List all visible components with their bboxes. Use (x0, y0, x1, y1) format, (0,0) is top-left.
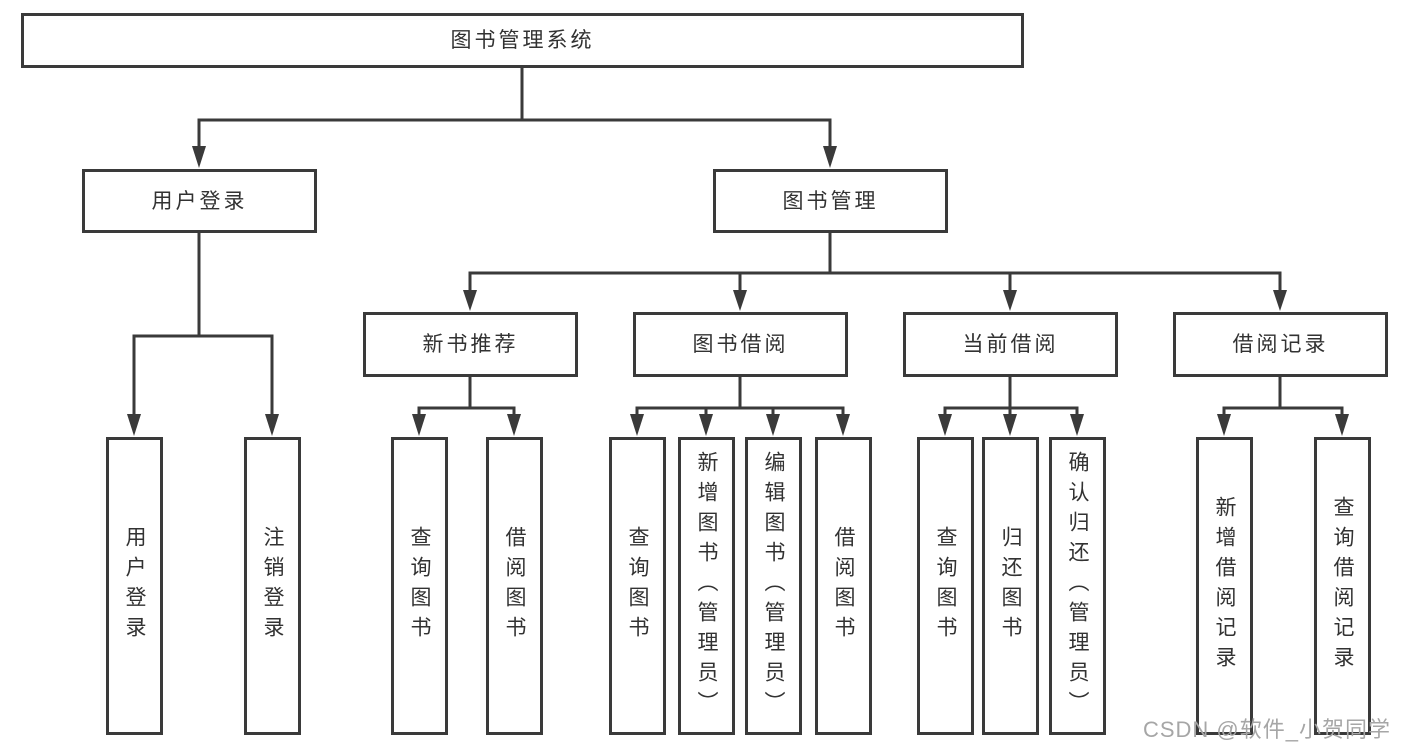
leaf-query-books-recommend-label: 查询图书 (408, 526, 432, 646)
leaf-return-books: 归还图书 (982, 437, 1039, 735)
node-current-borrowing-label: 当前借阅 (962, 333, 1059, 356)
node-user-login-label: 用户登录 (151, 189, 248, 213)
leaf-return-books-label: 归还图书 (999, 526, 1023, 646)
node-borrowing-records-label: 借阅记录 (1232, 333, 1329, 356)
leaf-borrow-books-recommend-label: 借阅图书 (503, 526, 527, 646)
node-new-book-recommendation: 新书推荐 (363, 312, 578, 377)
node-current-borrowing: 当前借阅 (903, 312, 1118, 377)
leaf-query-books-borrowing-label: 查询图书 (626, 526, 650, 646)
leaf-query-books-borrowing: 查询图书 (609, 437, 666, 735)
leaf-add-book-admin: 新增图书（管理员） (678, 437, 735, 735)
leaf-query-books-current: 查询图书 (917, 437, 974, 735)
leaf-edit-book-admin-label: 编辑图书（管理员） (762, 451, 786, 721)
leaf-query-borrow-record-label: 查询借阅记录 (1331, 496, 1355, 676)
leaf-add-borrow-record-label: 新增借阅记录 (1213, 496, 1237, 676)
leaf-logout-label: 注销登录 (261, 526, 285, 646)
leaf-query-books-current-label: 查询图书 (934, 526, 958, 646)
node-root-label: 图书管理系统 (450, 29, 595, 52)
leaf-query-books-recommend: 查询图书 (391, 437, 448, 735)
leaf-borrow-books-borrowing-label: 借阅图书 (832, 526, 856, 646)
node-book-borrowing-label: 图书借阅 (692, 333, 789, 356)
leaf-borrow-books-borrowing: 借阅图书 (815, 437, 872, 735)
leaf-logout: 注销登录 (244, 437, 301, 735)
node-new-book-recommendation-label: 新书推荐 (422, 333, 519, 356)
node-book-management: 图书管理 (713, 169, 948, 233)
node-root: 图书管理系统 (21, 13, 1024, 68)
node-user-login: 用户登录 (82, 169, 317, 233)
leaf-query-borrow-record: 查询借阅记录 (1314, 437, 1371, 735)
leaf-confirm-return-admin: 确认归还（管理员） (1049, 437, 1106, 735)
leaf-confirm-return-admin-label: 确认归还（管理员） (1066, 451, 1090, 721)
leaf-user-login-label: 用户登录 (123, 526, 147, 646)
node-book-management-label: 图书管理 (782, 189, 879, 213)
node-borrowing-records: 借阅记录 (1173, 312, 1388, 377)
leaf-edit-book-admin: 编辑图书（管理员） (745, 437, 802, 735)
leaf-borrow-books-recommend: 借阅图书 (486, 437, 543, 735)
leaf-user-login: 用户登录 (106, 437, 163, 735)
leaf-add-borrow-record: 新增借阅记录 (1196, 437, 1253, 735)
node-book-borrowing: 图书借阅 (633, 312, 848, 377)
csdn-watermark: CSDN @软件_小贺同学 (1142, 717, 1391, 742)
leaf-add-book-admin-label: 新增图书（管理员） (695, 451, 719, 721)
